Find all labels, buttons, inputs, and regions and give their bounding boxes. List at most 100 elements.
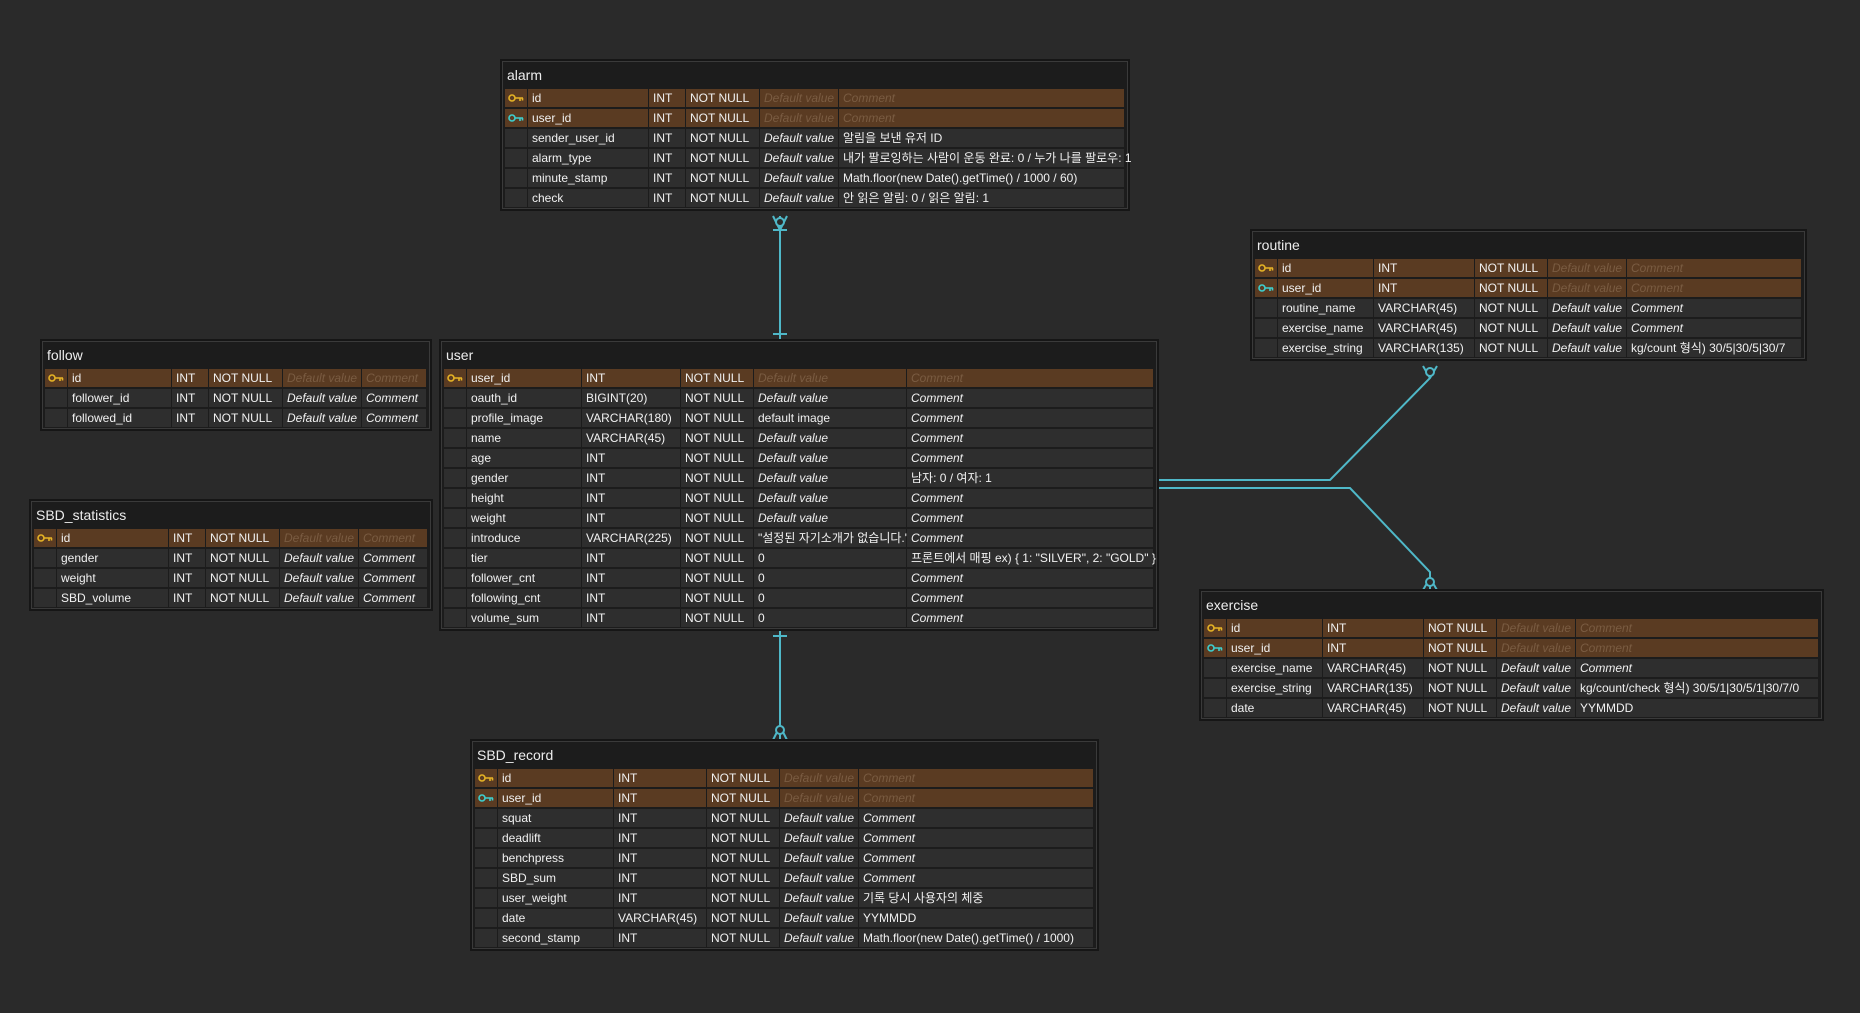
column-comment: Comment: [907, 589, 1153, 607]
column-default: Default value: [780, 789, 858, 807]
primary-key-icon: [1255, 259, 1277, 277]
key-slot: [45, 389, 67, 407]
column-not-null: NOT NULL: [681, 489, 753, 507]
key-slot: [1255, 319, 1277, 337]
column-default: Default value: [1497, 639, 1575, 657]
column-not-null: NOT NULL: [707, 769, 779, 787]
column-default: Default value: [280, 569, 358, 587]
column-not-null: NOT NULL: [686, 169, 759, 187]
key-slot: [444, 489, 466, 507]
column-name: second_stamp: [498, 929, 613, 947]
column-name: user_id: [467, 369, 581, 387]
primary-key-icon: [505, 89, 527, 107]
column-not-null: NOT NULL: [681, 369, 753, 387]
column-type: INT: [649, 109, 685, 127]
column-default: Default value: [280, 529, 358, 547]
column-comment: Comment: [907, 529, 1153, 547]
key-slot: [444, 609, 466, 627]
key-slot: [1204, 679, 1226, 697]
key-slot: [444, 569, 466, 587]
column-default: Default value: [1497, 659, 1575, 677]
column-not-null: NOT NULL: [686, 129, 759, 147]
column-not-null: NOT NULL: [681, 409, 753, 427]
column-not-null: NOT NULL: [209, 369, 282, 387]
key-slot: [505, 189, 527, 207]
column-not-null: NOT NULL: [1424, 619, 1496, 637]
column-comment: Comment: [362, 409, 426, 427]
column-default: 0: [754, 549, 906, 567]
column-comment: 남자: 0 / 여자: 1: [907, 469, 1153, 487]
column-name: alarm_type: [528, 149, 648, 167]
column-comment: Comment: [859, 789, 1093, 807]
column-comment: Comment: [359, 569, 427, 587]
column-not-null: NOT NULL: [686, 189, 759, 207]
key-slot: [475, 849, 497, 867]
column-comment: 알림을 보낸 유저 ID: [839, 129, 1124, 147]
column-type: VARCHAR(45): [1374, 319, 1474, 337]
primary-key-icon: [34, 529, 56, 547]
column-comment: Comment: [859, 809, 1093, 827]
column-not-null: NOT NULL: [681, 509, 753, 527]
column-default: Default value: [1548, 279, 1626, 297]
column-type: INT: [582, 509, 680, 527]
column-type: VARCHAR(45): [582, 429, 680, 447]
column-name: user_id: [498, 789, 613, 807]
key-slot: [45, 409, 67, 427]
column-type: INT: [1323, 619, 1423, 637]
column-type: INT: [169, 549, 205, 567]
column-default: Default value: [283, 369, 361, 387]
